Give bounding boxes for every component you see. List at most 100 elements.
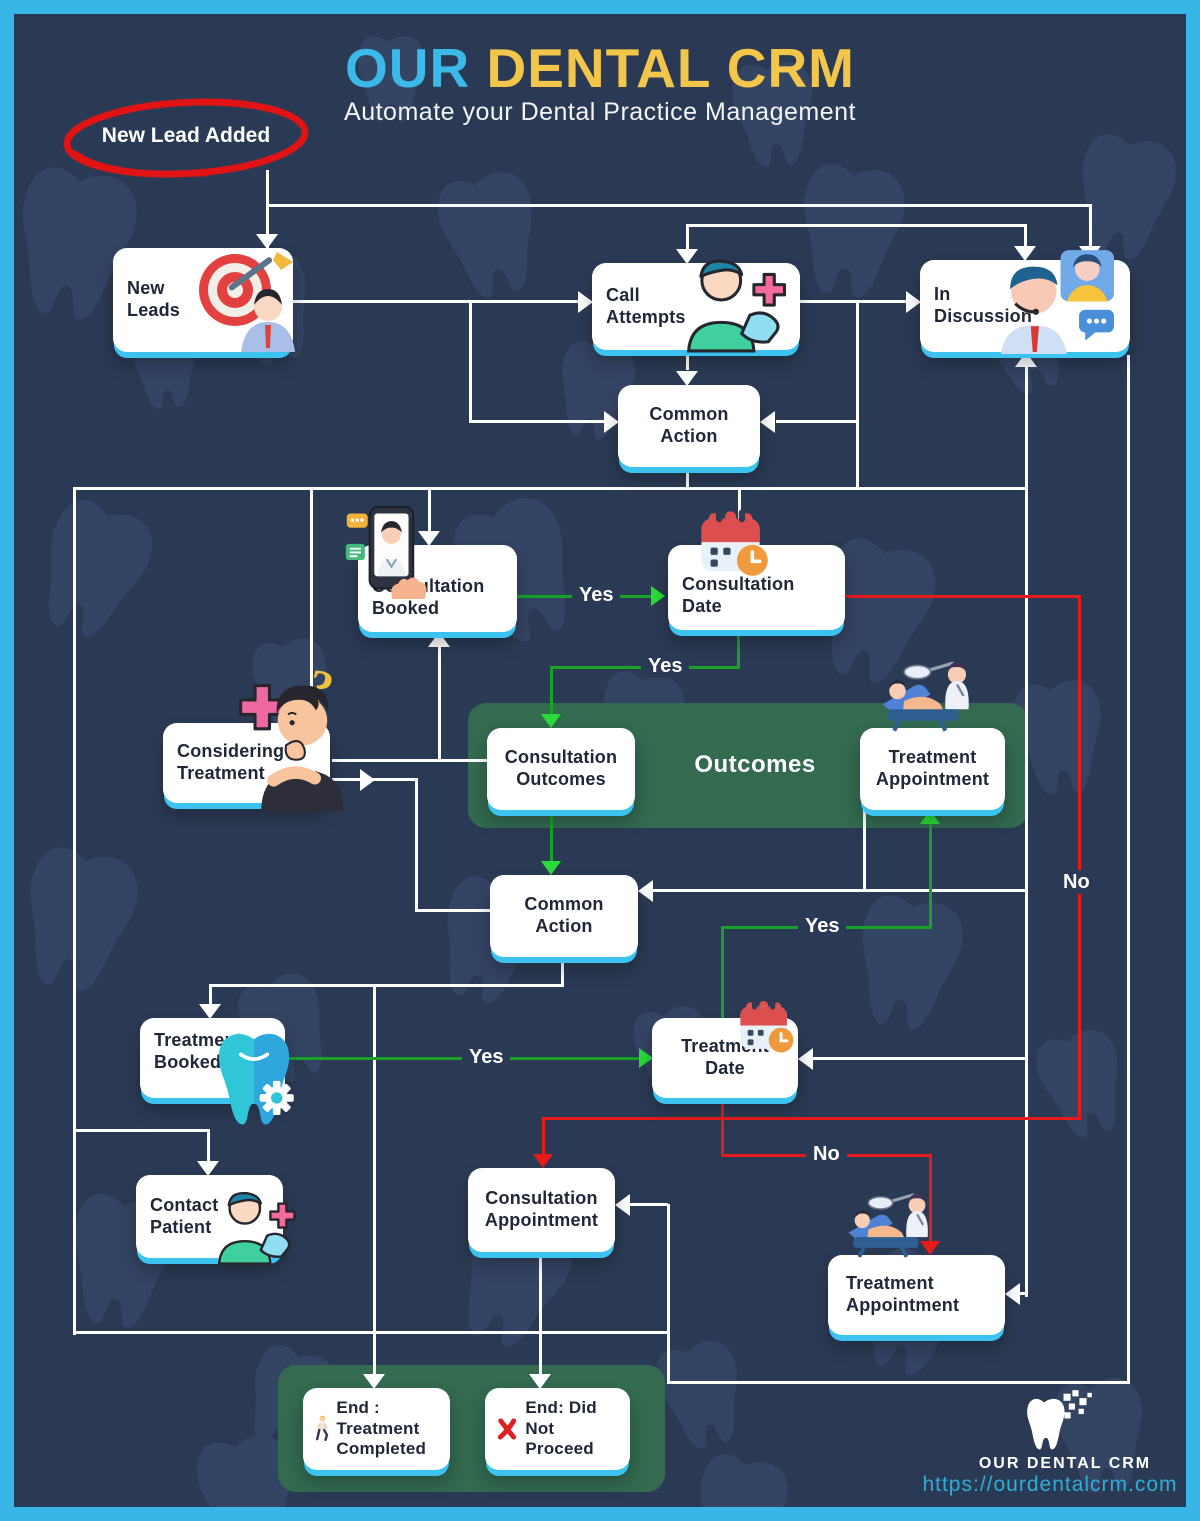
arrowhead-right-green: [651, 586, 665, 606]
flow-line: [438, 645, 441, 761]
flow-line: [373, 984, 376, 1376]
discussion-agents-icon: [1000, 250, 1115, 354]
arrowhead-right: [604, 411, 619, 433]
node-label: New Leads: [127, 278, 181, 320]
node-label: Consultation Appointment: [484, 1188, 599, 1230]
flow-line: [667, 1381, 1130, 1384]
node-end-treatment-completed: End : Treatment Completed: [303, 1388, 450, 1470]
flow-line: [561, 957, 564, 987]
node-treatment-appointment-top: Treatment Appointment: [860, 728, 1005, 810]
page-title: OUR DENTAL CRM: [0, 36, 1200, 100]
edge-label-yes: Yes: [572, 583, 621, 607]
red-cross-mark-icon: [497, 1418, 517, 1440]
node-label: Contact Patient: [150, 1194, 219, 1237]
flow-line: [73, 1331, 670, 1334]
flow-line: [1017, 1292, 1028, 1295]
node-label: End : Treatment Completed: [336, 1397, 427, 1459]
calendar-clock-icon: [701, 509, 768, 576]
edge-no: [542, 1117, 1081, 1120]
arrowhead-down: [676, 249, 698, 264]
flow-line: [738, 487, 741, 531]
edge-label-no: No: [806, 1142, 847, 1166]
flow-line: [863, 810, 866, 891]
arrowhead-left: [798, 1048, 813, 1070]
node-label: Common Action: [524, 894, 604, 936]
node-label: Consultation Date: [682, 574, 795, 617]
edge-no: [721, 1098, 724, 1157]
flow-line: [469, 420, 605, 423]
title-accent: OUR: [344, 37, 471, 99]
flow-line: [686, 350, 689, 370]
arrowhead-up: [428, 632, 450, 647]
phone-doctor-icon: [345, 505, 427, 599]
footer-logo-text: OUR DENTAL CRM: [978, 1455, 1152, 1472]
edge-label-yes: Yes: [798, 914, 847, 938]
footer-url-link[interactable]: https://ourdentalcrm.com: [922, 1473, 1178, 1496]
flow-line: [627, 1203, 668, 1206]
arrowhead-down-green: [541, 714, 561, 728]
arrowhead-down: [199, 1004, 221, 1019]
flow-line: [539, 1252, 542, 1376]
target-dart-person-icon: [199, 252, 295, 352]
flow-line: [428, 487, 431, 531]
node-common-action-1: Common Action: [618, 385, 760, 467]
arrowhead-down: [197, 1161, 219, 1176]
node-treatment-appointment-bottom: Treatment Appointment: [828, 1255, 1005, 1335]
flow-line: [667, 1204, 670, 1383]
arrowhead-right-green: [639, 1048, 653, 1068]
node-consultation-appointment: Consultation Appointment: [468, 1168, 615, 1252]
arrowhead-down: [1014, 246, 1036, 261]
flow-line: [686, 224, 1027, 227]
flow-line: [293, 300, 581, 303]
tooth-gear-icon: [218, 1033, 294, 1125]
arrowhead-left: [760, 411, 775, 433]
node-common-action-2: Common Action: [490, 875, 638, 957]
flow-line: [856, 300, 859, 489]
arrowhead-down-green: [541, 861, 561, 875]
node-consultation-outcomes: Consultation Outcomes: [487, 728, 635, 810]
flow-line: [686, 224, 689, 252]
flow-line: [207, 1129, 210, 1163]
flow-line: [469, 300, 472, 422]
edge-yes: [550, 666, 553, 714]
flow-line-right-rail: [1025, 487, 1028, 1297]
flow-line: [776, 420, 856, 423]
flow-line: [266, 170, 269, 248]
arrowhead-down: [418, 531, 440, 546]
arrowhead-down: [363, 1374, 385, 1389]
flow-line: [310, 487, 313, 712]
flow-line: [266, 204, 1092, 207]
edge-label-yes: Yes: [462, 1045, 511, 1069]
arrowhead-down-red: [533, 1154, 553, 1168]
arrowhead-up: [1015, 352, 1037, 367]
node-label: Treatment Appointment: [875, 747, 990, 789]
dentist-phone-icon: [217, 1191, 296, 1265]
flow-line: [800, 300, 908, 303]
flow-line: [1024, 224, 1027, 248]
node-label: End: Did Not Proceed: [525, 1397, 597, 1459]
flow-line-main-horizontal: [73, 487, 1028, 490]
dentist-phone-icon: [686, 259, 787, 353]
flow-line: [1025, 364, 1028, 489]
arrowhead-left: [638, 880, 653, 902]
edge-label-yes: Yes: [641, 654, 690, 678]
arrowhead-down: [529, 1374, 551, 1389]
flow-line: [332, 759, 487, 762]
arrowhead-up-green: [920, 810, 940, 824]
outcomes-banner-label: Outcomes: [694, 751, 816, 778]
dental-chair-icon: [882, 661, 969, 732]
flow-line: [686, 467, 689, 489]
tooth-logo-icon: [1027, 1390, 1092, 1450]
thinking-patient-icon: ?: [239, 660, 344, 812]
edge-no: [1078, 595, 1081, 1120]
arrowhead-down: [676, 371, 698, 386]
calendar-clock-icon: [740, 999, 794, 1053]
node-label: In Discussion: [934, 284, 1033, 326]
node-label: Call Attempts: [606, 284, 686, 327]
edge-no: [542, 1117, 545, 1156]
red-circle-annotation-icon: [63, 98, 309, 178]
flow-line: [209, 984, 212, 1006]
arrowhead-right: [578, 291, 593, 313]
flow-line: [209, 984, 564, 987]
arrowhead-down: [256, 234, 278, 249]
